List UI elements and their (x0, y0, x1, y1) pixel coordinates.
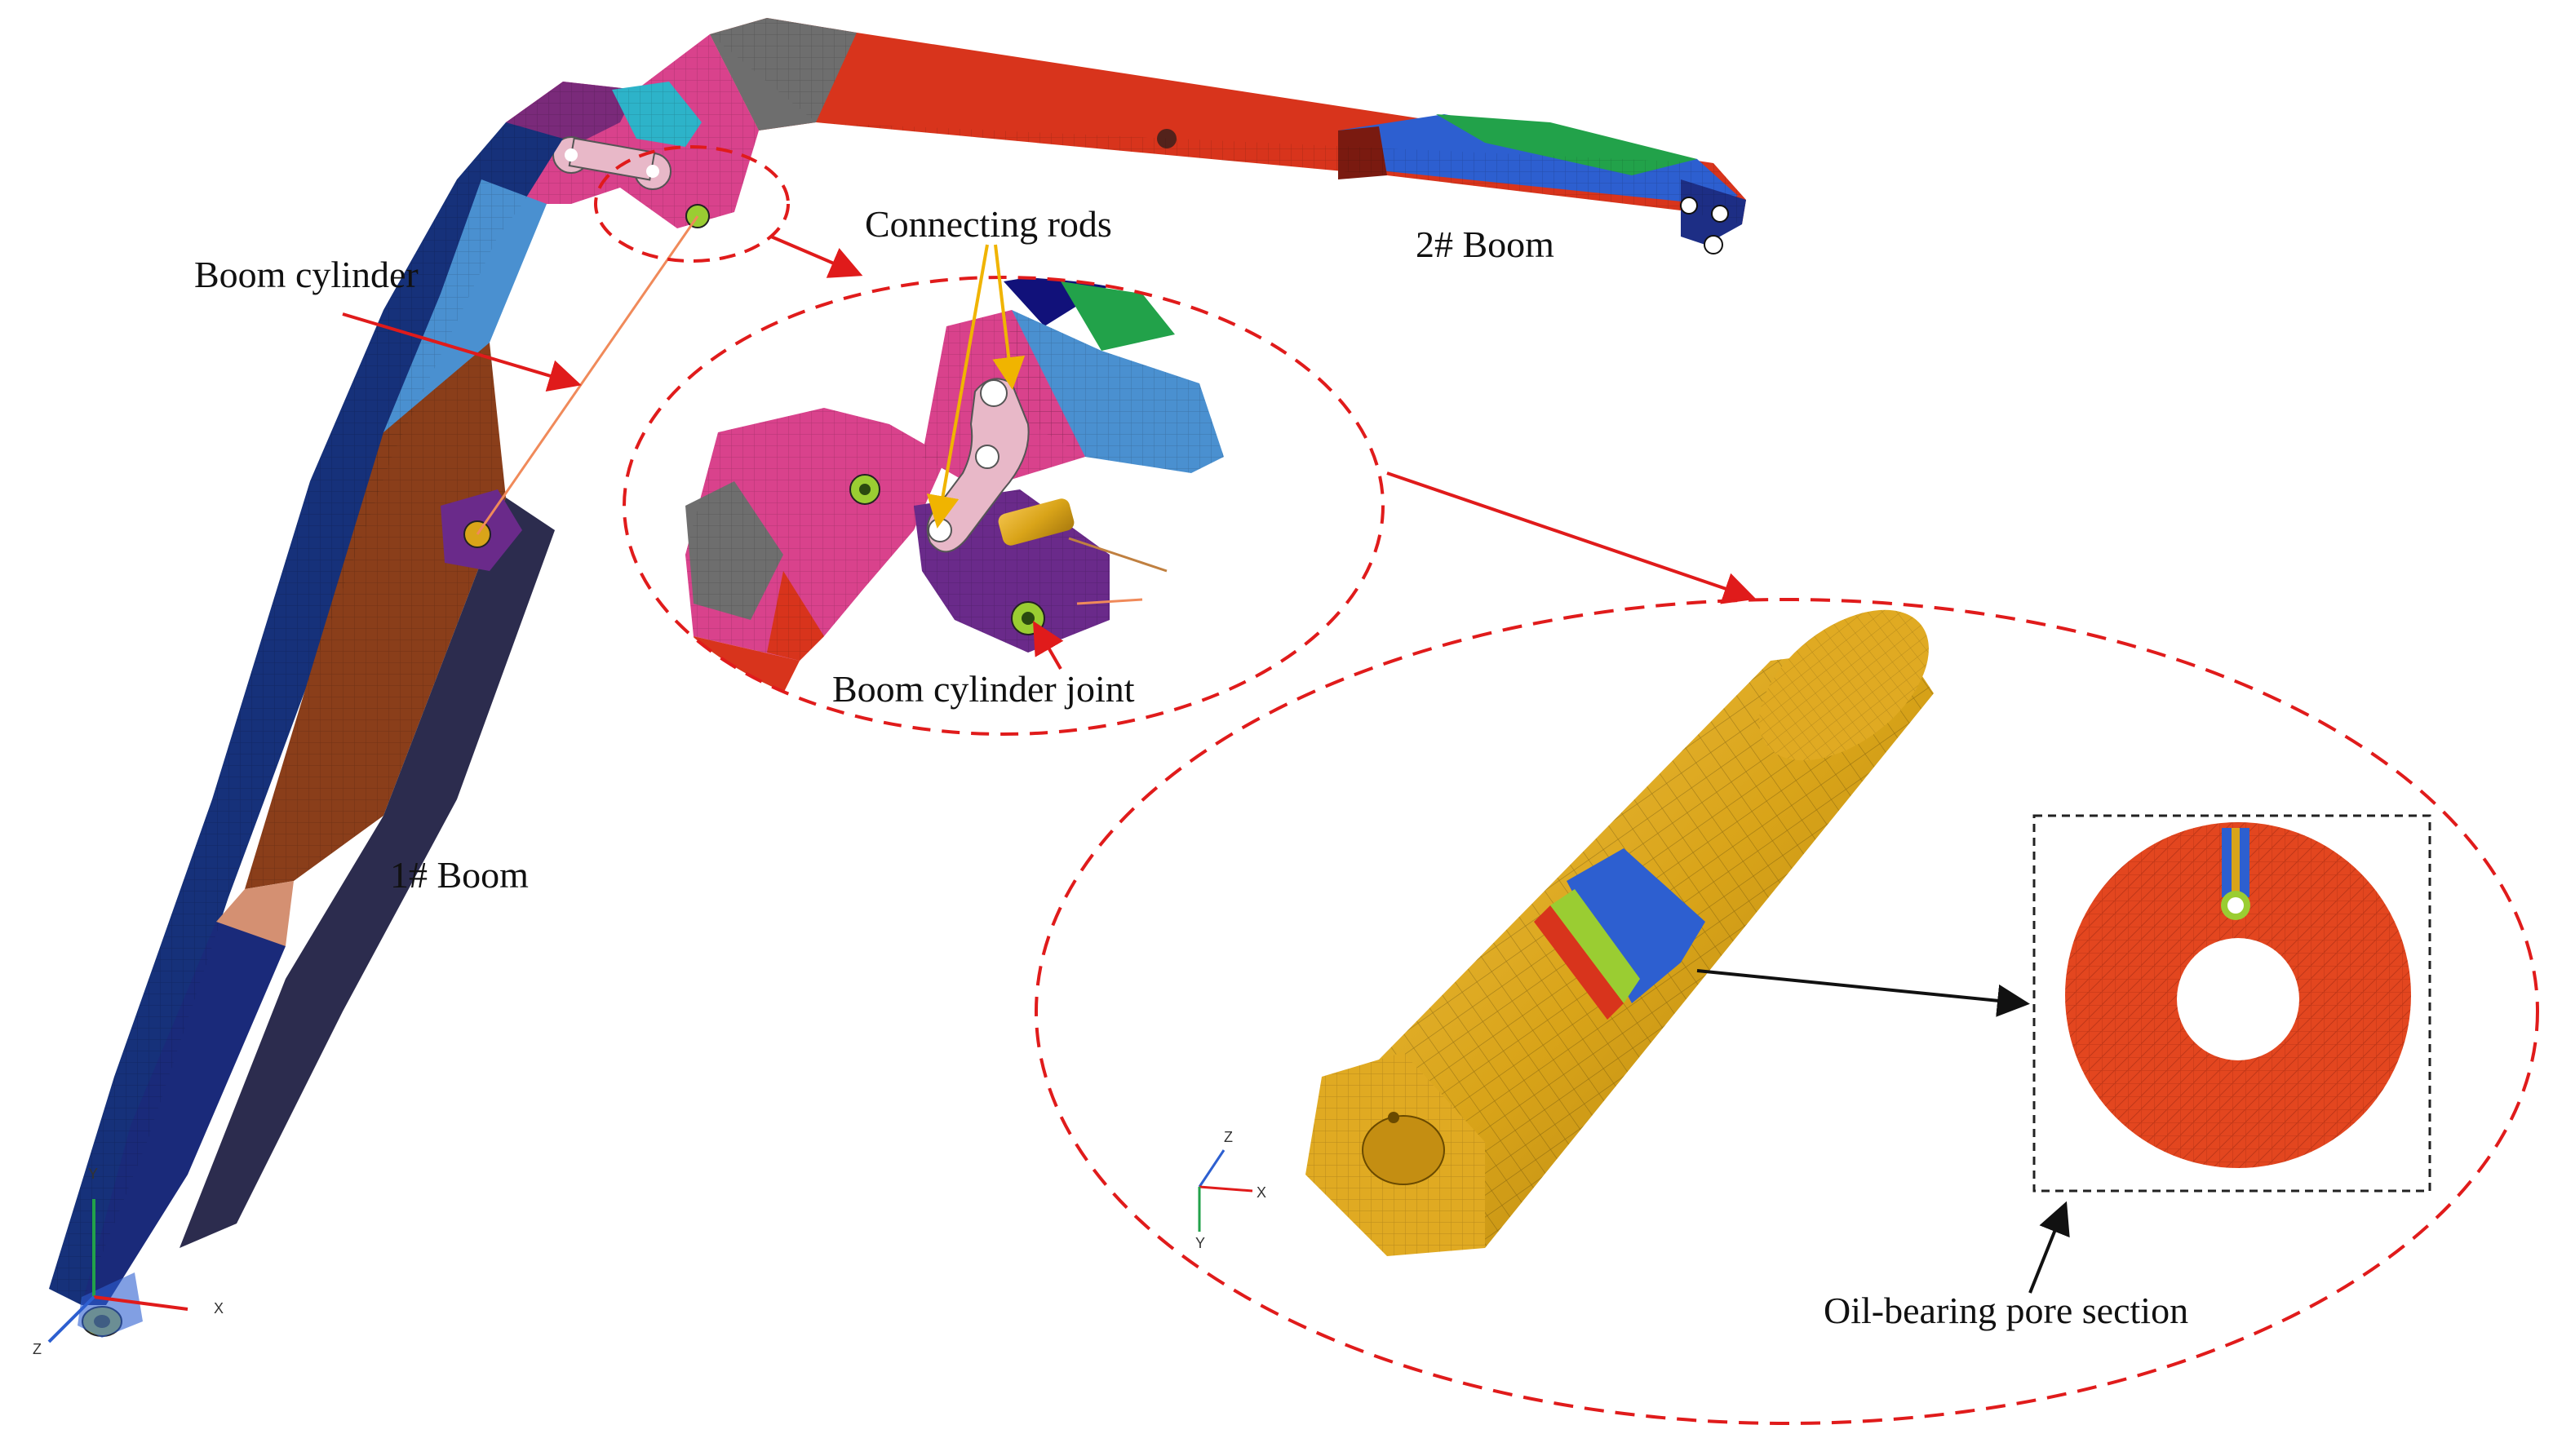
label-boom-2: 2# Boom (1416, 223, 1554, 265)
boom-1-model (49, 122, 563, 1338)
label-boom-cylinder: Boom cylinder (194, 254, 419, 295)
zoom-to-pin-arrow (1386, 471, 1757, 604)
axis-triad-pin: Z X Y (1195, 1129, 1266, 1251)
axis-triad-main: Y X Z (33, 1166, 224, 1357)
rod-arrow-2 (992, 244, 1026, 390)
zoom-pin-group (1035, 598, 2539, 1425)
zoom-knuckle-group (623, 244, 1385, 736)
label-oil-bearing-pore-section: Oil-bearing pore section (1824, 1290, 2188, 1331)
boom-2-model (710, 18, 1746, 254)
label-boom-1: 1# Boom (390, 854, 529, 896)
pin-shaft-model (1305, 609, 1934, 1256)
triad-pin-y: Y (1195, 1235, 1205, 1251)
section-arrow (1696, 969, 2030, 1017)
label-connecting-rods: Connecting rods (865, 203, 1112, 245)
triad-pin-z: Z (1224, 1129, 1233, 1145)
label-boom-cylinder-joint: Boom cylinder joint (832, 668, 1135, 710)
boom-knuckle-model (506, 34, 759, 228)
section-box (2032, 814, 2431, 1193)
triad-pin-x: X (1257, 1184, 1266, 1201)
pore-label-arrow (2028, 1201, 2070, 1294)
boom-cylinder-rod (476, 215, 699, 535)
knuckle-callout-ellipse (594, 145, 790, 263)
rod-arrow-1 (926, 244, 989, 529)
joint-arrow (1033, 621, 1064, 670)
pin-ellipse (1035, 598, 2539, 1425)
zoom-knuckle-model (624, 277, 1383, 734)
triad-main-z: Z (33, 1341, 42, 1357)
triad-main-x: X (214, 1300, 224, 1317)
boom-cylinder-arrow (342, 312, 582, 392)
zoom-knuckle-ellipse (623, 276, 1385, 736)
pore-section-model (2065, 822, 2411, 1168)
knuckle-callout-arrow (770, 235, 863, 278)
triad-main-y: Y (88, 1166, 98, 1182)
